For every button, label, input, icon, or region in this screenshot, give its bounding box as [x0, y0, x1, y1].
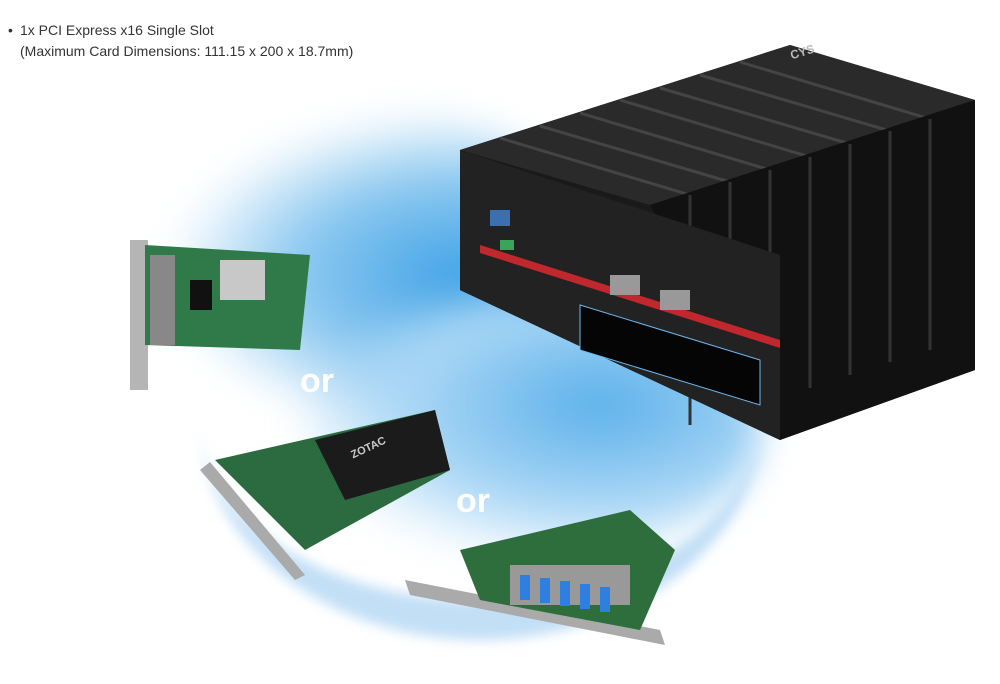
spec-line-2: (Maximum Card Dimensions: 111.15 x 200 x… [20, 43, 354, 59]
embedded-pc-image [460, 45, 975, 440]
or-label: or [456, 482, 490, 520]
bullet: • [8, 22, 13, 38]
spec-line-1: 1x PCI Express x16 Single Slot [20, 22, 214, 38]
or-label: or [300, 362, 334, 400]
graphics-card-image [200, 410, 450, 580]
usb-card-image [405, 510, 675, 645]
spec-bullet: • 1x PCI Express x16 Single Slot (Maximu… [8, 20, 353, 62]
network-card-image [130, 240, 310, 390]
